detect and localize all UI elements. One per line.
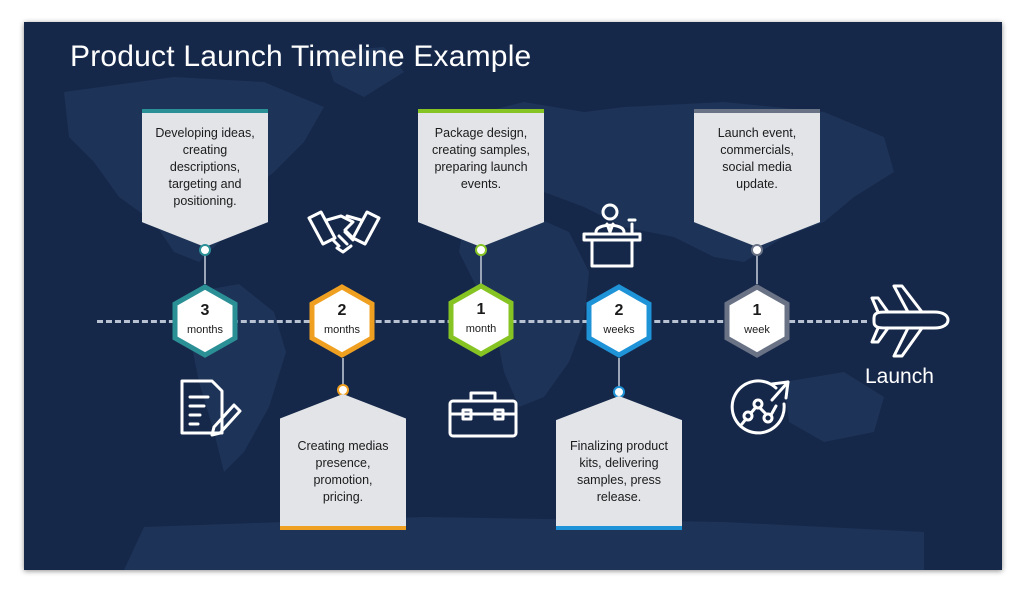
stage-4-connector <box>618 358 620 394</box>
stage-5-hexagon: 1 week <box>723 283 791 359</box>
stage-1-number: 3 <box>200 302 210 319</box>
stage-1-connector <box>204 250 206 284</box>
stage-5-card: Launch event, commercials, social media … <box>694 109 820 247</box>
stage-1-dot <box>199 244 211 256</box>
stage-3-card: Package design, creating samples, prepar… <box>418 109 544 247</box>
stage-4-hexagon: 2 weeks <box>585 283 653 359</box>
stage-5-unit: week <box>744 324 770 336</box>
stage-2-text: Creating medias presence, promotion, pri… <box>297 439 389 504</box>
stage-2-connector <box>342 358 344 394</box>
speaker-podium-icon <box>582 203 642 268</box>
stage-3-number: 1 <box>476 301 486 318</box>
growth-chart-icon <box>730 379 790 435</box>
slide: Product Launch Timeline Example Developi… <box>24 22 1002 570</box>
airplane-icon <box>870 284 950 358</box>
stage-5-number: 1 <box>752 302 762 319</box>
stage-2-number: 2 <box>337 302 347 319</box>
stage-1-card: Developing ideas, creating descriptions,… <box>142 109 268 247</box>
stage-4-number: 2 <box>614 302 624 319</box>
document-pen-icon <box>180 379 242 437</box>
stage-4-card: Finalizing product kits, delivering samp… <box>556 396 682 530</box>
stage-5-dot <box>751 244 763 256</box>
stage-2-hexagon: 2 months <box>308 283 376 359</box>
stage-1-unit: months <box>186 324 224 336</box>
stage-3-connector <box>480 250 482 284</box>
stage-4-text: Finalizing product kits, delivering samp… <box>570 439 668 504</box>
stage-4-unit: weeks <box>603 324 635 336</box>
stage-2-unit: months <box>323 324 361 336</box>
stage-3-text: Package design, creating samples, prepar… <box>432 126 530 191</box>
stage-5-text: Launch event, commercials, social media … <box>717 126 797 191</box>
stage-1-hexagon: 3 months <box>171 283 239 359</box>
stage-3-unit: month <box>465 323 497 335</box>
stage-1-text: Developing ideas, creating descriptions,… <box>155 126 255 208</box>
slide-title: Product Launch Timeline Example <box>70 40 532 73</box>
toolbox-icon <box>448 391 518 438</box>
stage-5-connector <box>756 250 758 284</box>
handshake-icon <box>307 210 381 254</box>
launch-label: Launch <box>865 365 934 388</box>
stage-3-hexagon: 1 month <box>447 282 515 358</box>
stage-3-dot <box>475 244 487 256</box>
stage-2-card: Creating medias presence, promotion, pri… <box>280 394 406 530</box>
